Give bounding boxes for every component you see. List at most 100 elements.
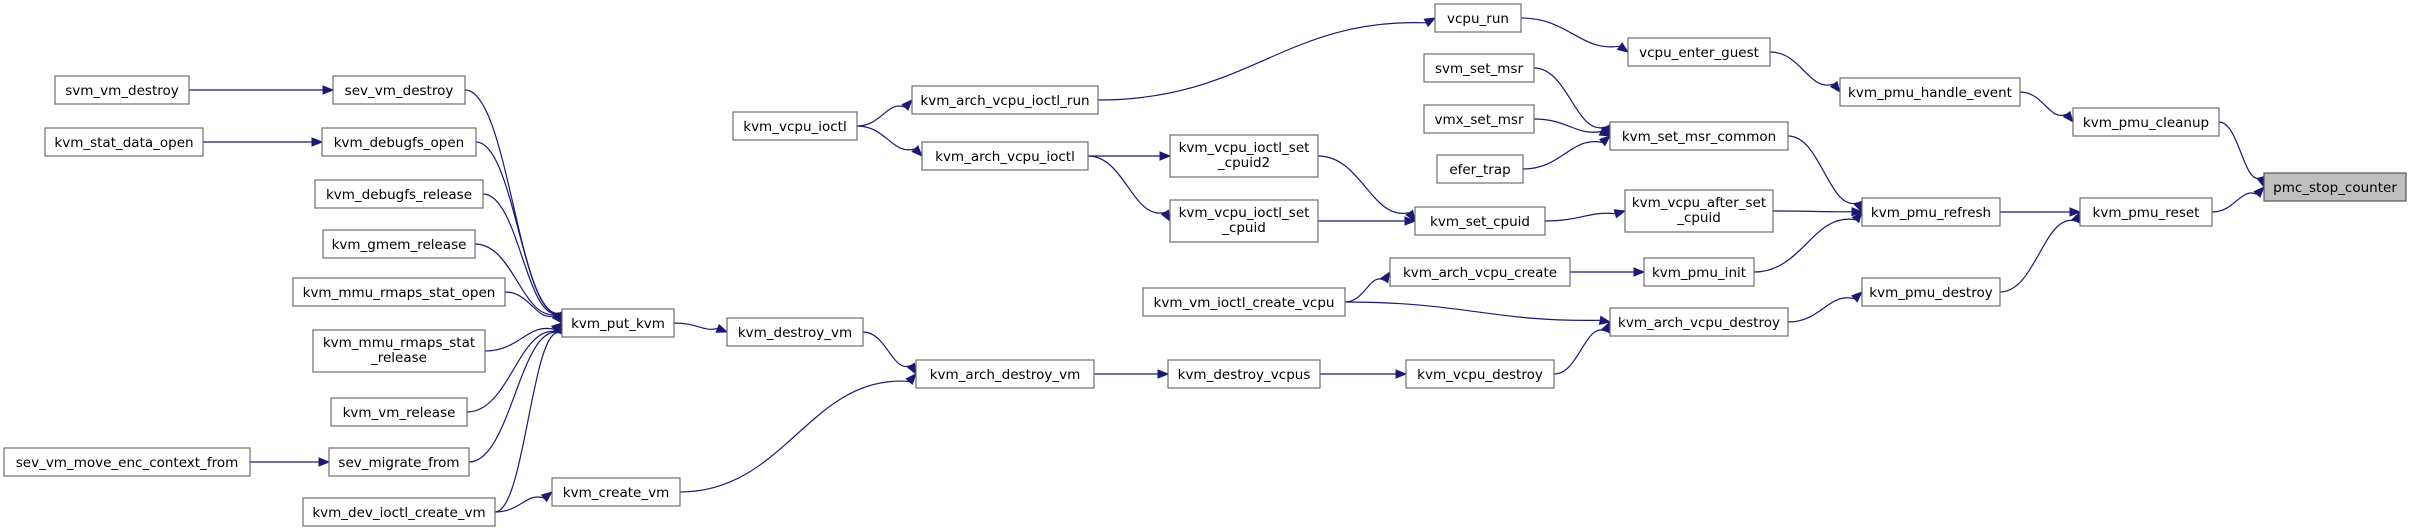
node-kvm-vcpu-ioctl-set-cpuid2[interactable]: kvm_vcpu_ioctl_set_cpuid2: [1169, 134, 1319, 178]
edge-line: [679, 380, 910, 493]
node-label: kvm_vcpu_ioctl: [743, 119, 846, 135]
node-kvm-destroy-vcpus[interactable]: kvm_destroy_vcpus: [1167, 359, 1321, 389]
edge-line: [1533, 118, 1602, 133]
edge-kvm-arch-vcpu-ioctl-run-to-vcpu-run: [1097, 17, 1437, 101]
edge-line: [494, 332, 561, 513]
node-box: [1169, 199, 1319, 243]
node-box: [1405, 359, 1555, 389]
edge-kvm-vcpu-ioctl-set-cpuid2-to-kvm-set-cpuid: [1317, 155, 1416, 223]
node-pmc-stop-counter[interactable]: pmc_stop_counter: [2263, 172, 2407, 202]
node-kvm-vcpu-destroy[interactable]: kvm_vcpu_destroy: [1405, 359, 1555, 389]
node-sev-vm-move-enc-context-from[interactable]: sev_vm_move_enc_context_from: [3, 447, 251, 477]
node-label: _release: [370, 350, 427, 366]
node-label: svm_vm_destroy: [65, 83, 179, 99]
node-vmx-set-msr[interactable]: vmx_set_msr: [1423, 104, 1535, 134]
edge-line: [1769, 51, 1834, 86]
edge-arrowhead: [2253, 186, 2265, 198]
edge-svm-set-msr-to-kvm-set-msr-common: [1533, 67, 1611, 138]
node-kvm-vm-ioctl-create-vcpu[interactable]: kvm_vm_ioctl_create_vcpu: [1142, 287, 1346, 317]
node-efer-trap[interactable]: efer_trap: [1436, 154, 1524, 184]
node-kvm-pmu-cleanup[interactable]: kvm_pmu_cleanup: [2072, 107, 2220, 137]
node-kvm-pmu-destroy[interactable]: kvm_pmu_destroy: [1861, 277, 2001, 307]
edge-kvm-mmu-rmaps-stat-open-to-kvm-put-kvm: [504, 291, 563, 325]
node-kvm-pmu-init[interactable]: kvm_pmu_init: [1643, 257, 1755, 287]
node-svm-set-msr[interactable]: svm_set_msr: [1423, 53, 1535, 83]
edge-arrowhead: [901, 99, 913, 111]
node-kvm-pmu-reset[interactable]: kvm_pmu_reset: [2079, 197, 2213, 227]
edge-kvm-set-msr-common-to-kvm-pmu-refresh: [1787, 135, 1863, 214]
edge-arrowhead: [551, 311, 563, 325]
node-box: [44, 127, 204, 157]
node-label: sev_vm_destroy: [345, 83, 454, 99]
node-box: [321, 127, 477, 157]
edge-line: [1772, 210, 1853, 213]
edge-line: [1344, 278, 1385, 303]
node-box: [551, 477, 681, 507]
node-label: kvm_vcpu_after_set: [1632, 195, 1766, 211]
edge-kvm-destroy-vm-to-kvm-arch-destroy-vm: [862, 331, 917, 376]
node-kvm-gmem-release[interactable]: kvm_gmem_release: [322, 229, 476, 259]
edge-line: [1097, 22, 1427, 101]
node-sev-vm-destroy[interactable]: sev_vm_destroy: [332, 75, 466, 105]
edge-line: [1753, 218, 1856, 273]
node-box: [561, 308, 675, 338]
node-label: kvm_mmu_rmaps_stat_open: [303, 285, 496, 301]
edge-line: [673, 322, 718, 330]
node-vcpu-enter-guest[interactable]: vcpu_enter_guest: [1627, 37, 1771, 67]
node-kvm-mmu-rmaps-stat-release[interactable]: kvm_mmu_rmaps_stat_release: [312, 329, 486, 373]
node-kvm-vcpu-after-set-cpuid[interactable]: kvm_vcpu_after_set_cpuid: [1624, 189, 1774, 233]
node-label: kvm_gmem_release: [332, 237, 467, 253]
node-label: efer_trap: [1449, 162, 1510, 178]
edge-arrowhead: [1598, 135, 1612, 147]
edge-kvm-arch-vcpu-ioctl-to-kvm-vcpu-ioctl-set-cpuid: [1087, 155, 1171, 223]
node-kvm-debugfs-open[interactable]: kvm_debugfs_open: [321, 127, 477, 157]
node-kvm-destroy-vm[interactable]: kvm_destroy_vm: [726, 317, 864, 347]
edge-line: [482, 193, 560, 315]
node-box: [1436, 154, 1524, 184]
node-label: kvm_create_vm: [563, 485, 669, 501]
node-kvm-arch-destroy-vm[interactable]: kvm_arch_destroy_vm: [915, 359, 1095, 389]
node-kvm-vcpu-ioctl[interactable]: kvm_vcpu_ioctl: [732, 111, 858, 141]
node-label: kvm_arch_vcpu_create: [1403, 265, 1557, 281]
node-box: [2263, 172, 2407, 202]
edge-arrowhead: [1598, 315, 1612, 325]
edge-arrowhead: [1380, 270, 1391, 284]
edge-kvm-arch-vcpu-create-to-kvm-pmu-init: [1570, 267, 1646, 277]
edge-kvm-vcpu-destroy-to-kvm-arch-vcpu-destroy: [1553, 320, 1611, 375]
edge-arrowhead: [1157, 369, 1170, 379]
node-kvm-vcpu-ioctl-set-cpuid[interactable]: kvm_vcpu_ioctl_set_cpuid: [1169, 199, 1319, 243]
node-label: kvm_put_kvm: [571, 316, 665, 332]
edge-line: [1344, 301, 1601, 321]
node-kvm-arch-vcpu-create[interactable]: kvm_arch_vcpu_create: [1389, 257, 1571, 287]
edge-kvm-dev-ioctl-create-vm-to-kvm-create-vm: [494, 491, 554, 513]
edge-arrowhead: [906, 362, 917, 376]
node-kvm-arch-vcpu-ioctl-run[interactable]: kvm_arch_vcpu_ioctl_run: [911, 85, 1099, 115]
node-box: [332, 75, 466, 105]
node-kvm-put-kvm[interactable]: kvm_put_kvm: [561, 308, 675, 338]
node-kvm-arch-vcpu-destroy[interactable]: kvm_arch_vcpu_destroy: [1609, 307, 1789, 337]
node-kvm-vm-release[interactable]: kvm_vm_release: [330, 397, 468, 427]
node-svm-vm-destroy[interactable]: svm_vm_destroy: [54, 75, 190, 105]
node-kvm-arch-vcpu-ioctl[interactable]: kvm_arch_vcpu_ioctl: [921, 141, 1089, 171]
edge-line: [475, 141, 561, 314]
edge-kvm-vcpu-after-set-cpuid-to-kvm-pmu-refresh: [1772, 207, 1864, 217]
node-label: kvm_arch_destroy_vm: [930, 367, 1081, 383]
node-kvm-mmu-rmaps-stat-open[interactable]: kvm_mmu_rmaps_stat_open: [292, 277, 506, 307]
node-kvm-dev-ioctl-create-vm[interactable]: kvm_dev_ioctl_create_vm: [302, 497, 496, 527]
node-kvm-pmu-handle-event[interactable]: kvm_pmu_handle_event: [1839, 77, 2021, 107]
edge-arrowhead: [1851, 207, 1864, 217]
node-kvm-set-msr-common[interactable]: kvm_set_msr_common: [1609, 121, 1789, 151]
node-kvm-create-vm[interactable]: kvm_create_vm: [551, 477, 681, 507]
node-kvm-stat-data-open[interactable]: kvm_stat_data_open: [44, 127, 204, 157]
node-kvm-set-cpuid[interactable]: kvm_set_cpuid: [1414, 206, 1546, 236]
node-box: [314, 179, 484, 209]
node-vcpu-run[interactable]: vcpu_run: [1434, 3, 1522, 33]
node-kvm-debugfs-release[interactable]: kvm_debugfs_release: [314, 179, 484, 209]
node-label: kvm_destroy_vm: [738, 325, 852, 341]
node-sev-migrate-from[interactable]: sev_migrate_from: [328, 447, 470, 477]
node-label: pmc_stop_counter: [2273, 180, 2397, 196]
edge-arrowhead: [1423, 17, 1437, 28]
node-kvm-pmu-refresh[interactable]: kvm_pmu_refresh: [1861, 197, 2001, 227]
edge-arrowhead: [1160, 209, 1171, 223]
